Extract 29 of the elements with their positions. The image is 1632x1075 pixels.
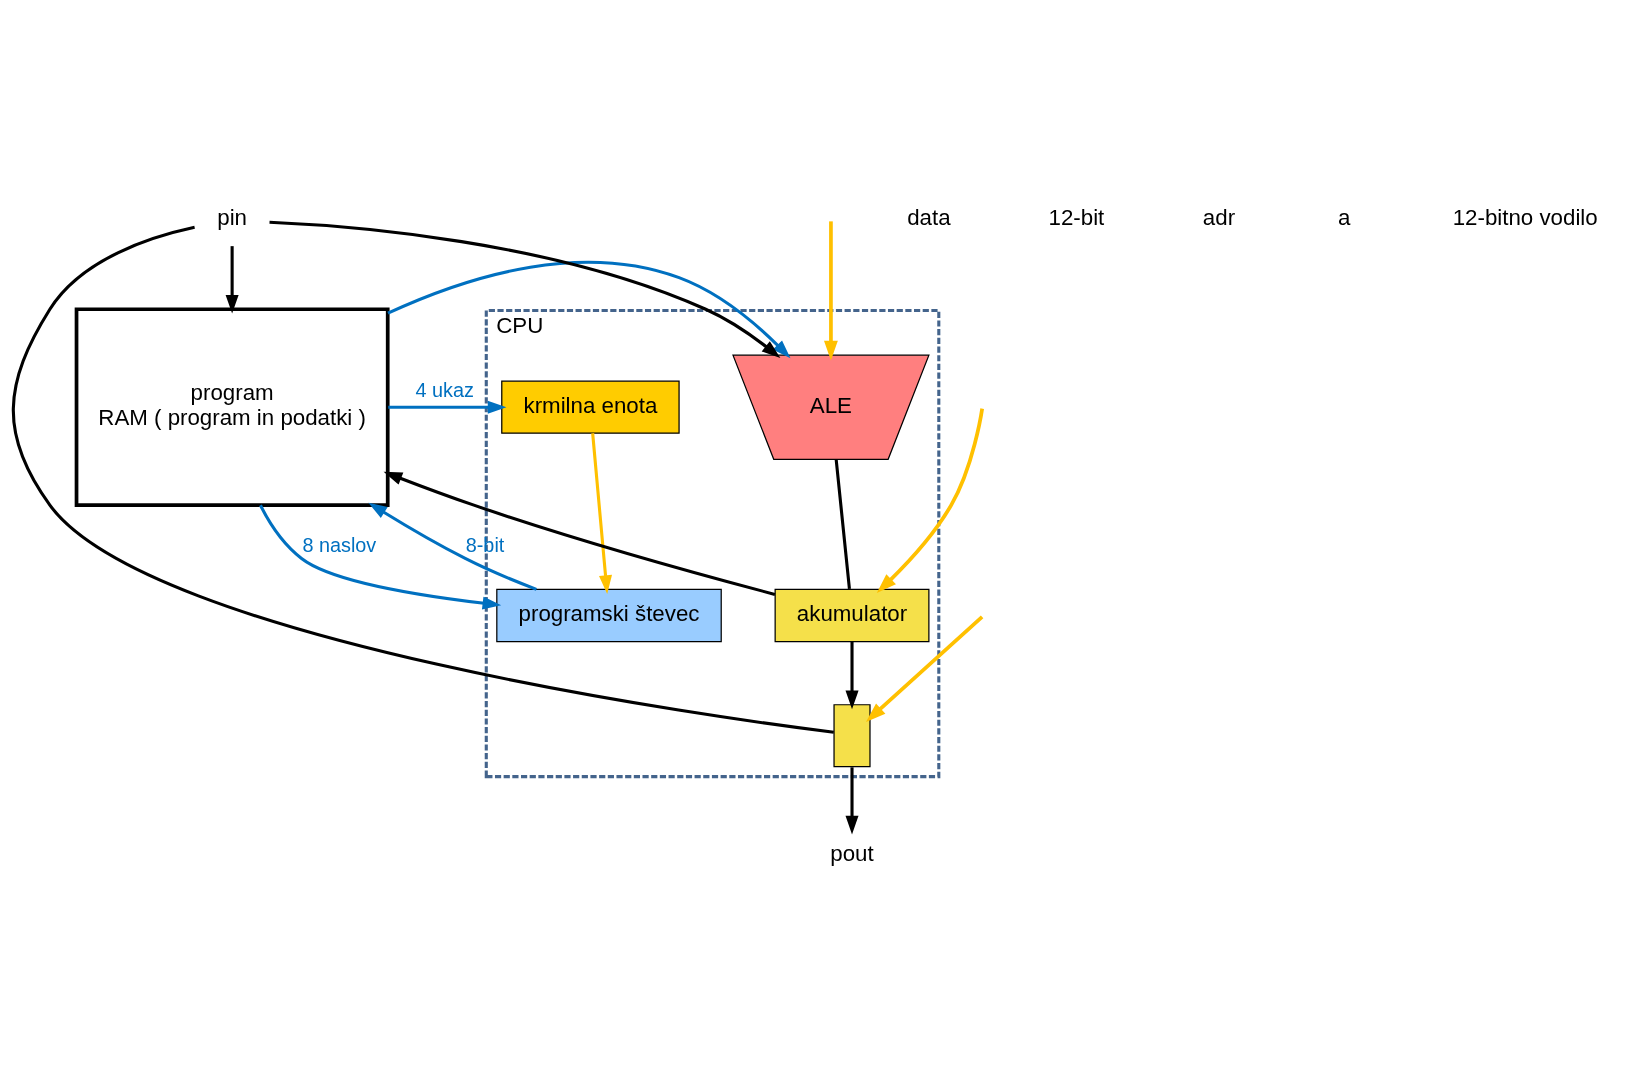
arrow xyxy=(865,614,984,722)
connector xyxy=(834,458,851,589)
node-text: pin xyxy=(217,204,248,230)
edge-label: 4 ukaz xyxy=(415,378,474,401)
node-box: akumulator xyxy=(774,588,930,642)
label: 12-bitno vodilo xyxy=(1452,204,1598,230)
label: 12-bit xyxy=(1048,204,1105,230)
node-box xyxy=(833,703,871,767)
node-text: pout xyxy=(830,840,874,866)
arrow xyxy=(388,400,507,414)
edge-label: 8 naslov xyxy=(302,533,377,556)
label: a xyxy=(1338,204,1351,230)
arrow xyxy=(387,260,791,358)
label: data xyxy=(907,204,951,230)
connector xyxy=(11,225,834,734)
arrow xyxy=(368,502,537,591)
arrow xyxy=(383,471,776,596)
node-box: krmilna enota xyxy=(501,380,680,434)
arrow xyxy=(823,220,838,361)
arrow xyxy=(269,220,781,358)
arrow xyxy=(591,432,612,594)
arrow xyxy=(845,641,859,709)
arrow xyxy=(225,245,239,314)
node-box: program RAM ( program in podatki ) xyxy=(74,306,390,507)
arrow xyxy=(845,766,859,834)
label: adr xyxy=(1202,204,1236,230)
arrow xyxy=(259,504,502,610)
node-box: programski števec xyxy=(496,588,722,642)
arrow xyxy=(876,407,984,593)
